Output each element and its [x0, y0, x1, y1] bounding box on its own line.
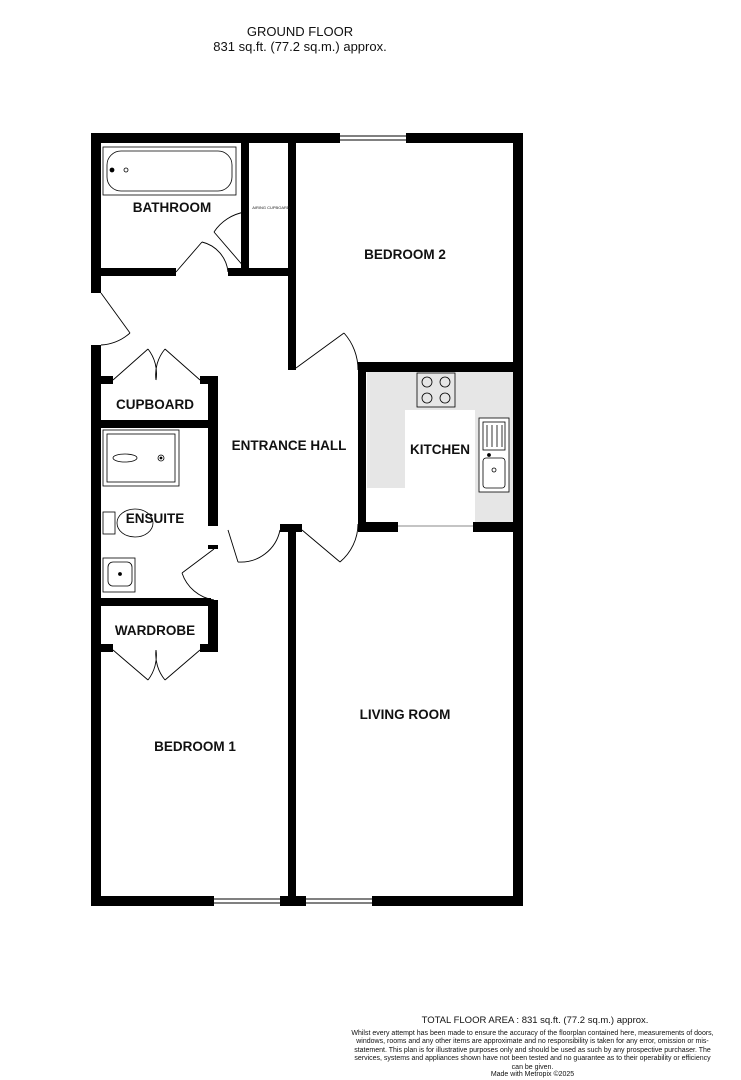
wall-kitchen-left [358, 362, 366, 530]
room-label-cupboard: CUPBOARD [116, 397, 194, 412]
wall-bedroom2-left [288, 140, 296, 370]
floor-area: 831 sq.ft. (77.2 sq.m.) approx. [213, 39, 387, 54]
room-label-wardrobe: WARDROBE [115, 623, 195, 638]
wall-cupboard-bottom [91, 420, 218, 428]
wall-left-lower [91, 345, 101, 906]
cupboard-doors [112, 348, 201, 381]
window-bedroom2 [340, 133, 406, 143]
front-door-swing [100, 332, 131, 346]
ensuite-door [181, 548, 215, 601]
wall-bathroom-bottom-right [228, 268, 296, 276]
front-door [100, 292, 131, 334]
wall-left-upper [91, 133, 101, 293]
doors [100, 211, 359, 681]
wall-bedroom2-bottom [358, 362, 520, 372]
wall-bathroom-bottom-left [91, 268, 176, 276]
wall-kitchen-bottom-left [358, 522, 398, 532]
disclaimer: Whilst every attempt has been made to en… [351, 1030, 714, 1071]
wall-wardrobe-bottom-right [200, 644, 218, 652]
wall-living-left [288, 524, 296, 904]
room-label-entrance-hall: ENTRANCE HALL [232, 438, 347, 453]
room-label-airing-cupboard: AIRING CUPBOARD [252, 205, 290, 210]
room-label-kitchen: KITCHEN [410, 442, 470, 457]
plan-header: GROUND FLOOR 831 sq.ft. (77.2 sq.m.) app… [0, 24, 600, 54]
room-label-living-room: LIVING ROOM [360, 707, 451, 722]
wall-ensuite-door-jamb [208, 545, 218, 549]
fixtures [102, 146, 510, 593]
room-label-bathroom: BATHROOM [133, 200, 212, 215]
windows [214, 133, 473, 906]
room-label-bedroom-1: BEDROOM 1 [154, 739, 236, 754]
wall-ensuite-bottom [91, 598, 211, 606]
wall-top [91, 133, 523, 143]
bathroom-door [175, 241, 229, 273]
kitchen-worktop-left [367, 370, 405, 488]
wall-hall-left [208, 376, 218, 526]
wardrobe-doors [112, 649, 201, 681]
room-label-bedroom-2: BEDROOM 2 [364, 247, 446, 262]
room-label-ensuite: ENSUITE [126, 511, 185, 526]
window-bedroom1 [214, 896, 280, 906]
basin-icon [102, 557, 136, 593]
toilet-icon [102, 508, 154, 538]
total-floor-area: TOTAL FLOOR AREA : 831 sq.ft. (77.2 sq.m… [421, 1015, 649, 1026]
floor-name: GROUND FLOOR [246, 24, 354, 39]
bedroom1-door [227, 529, 281, 563]
living-room-door [301, 523, 359, 563]
sink-icon [478, 417, 510, 493]
bath-icon [102, 146, 237, 196]
wall-cupboard-top-left [91, 376, 113, 384]
hob-icon [416, 372, 456, 408]
wall-wardrobe-bottom-left [91, 644, 113, 652]
wall-wardrobe-right [208, 600, 218, 650]
credit: Made with Metropix ©2025 [490, 1071, 575, 1078]
window-living-room [306, 896, 372, 906]
wall-kitchen-bottom-right [473, 522, 518, 532]
airing-cupboard-door [213, 211, 246, 269]
shower-tray-icon [102, 429, 180, 487]
room-labels: BATHROOM AIRING CUPBOARD BEDROOM 2 CUPBO… [115, 200, 470, 754]
wall-right [513, 133, 523, 906]
bedroom2-door [295, 332, 359, 371]
wall-airing-cupboard [241, 140, 249, 272]
